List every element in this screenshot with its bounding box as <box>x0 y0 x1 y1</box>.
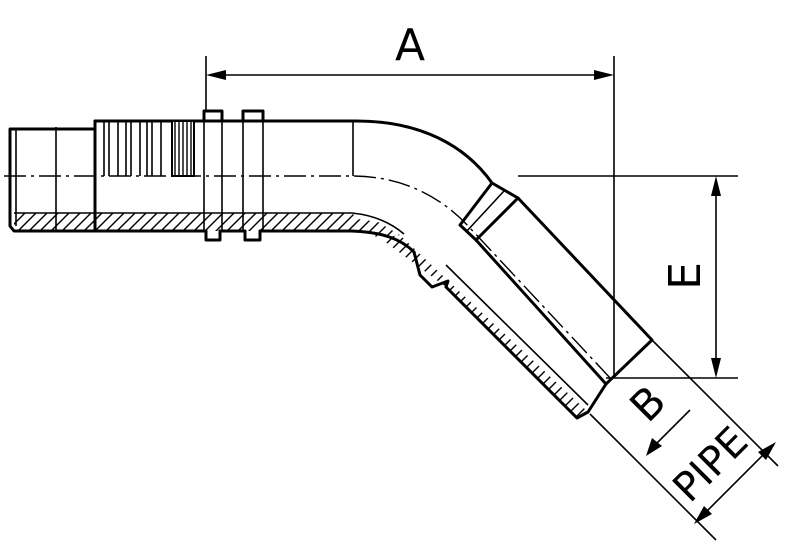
dimension-b: B <box>589 339 779 541</box>
axis-centerline <box>4 175 613 381</box>
hatch-line <box>25 213 67 238</box>
hatch-line <box>355 213 397 238</box>
knurl-band <box>171 120 195 177</box>
hatch-line <box>47 213 89 238</box>
hatch-line <box>408 235 588 418</box>
hatch-line <box>380 235 455 418</box>
bend-inner-wall <box>351 212 405 235</box>
label-b: B <box>620 376 675 431</box>
hatch-line <box>419 235 588 418</box>
hatch-line <box>124 213 166 238</box>
hatch-line <box>507 235 588 418</box>
hatch-line <box>584 235 588 418</box>
hatch-line <box>380 235 499 418</box>
hatch-line <box>80 213 122 238</box>
hatch-line <box>91 213 133 238</box>
hatch-line <box>36 213 78 238</box>
socket-end-chamfer <box>609 351 641 381</box>
hatch-line <box>430 235 588 418</box>
hatch-line <box>146 213 188 238</box>
hatch-line <box>311 213 353 238</box>
hatch-line <box>102 213 144 238</box>
hatch-line <box>245 213 287 238</box>
barb-ridges <box>103 121 162 176</box>
hatch-line <box>380 235 488 418</box>
hatch-line <box>411 205 451 245</box>
hatch-line <box>366 213 400 238</box>
hatch-line <box>485 235 588 418</box>
hatch-line <box>380 235 510 418</box>
hatch-line <box>135 213 177 238</box>
label-a: A <box>395 20 425 71</box>
hatch-line <box>201 213 243 238</box>
socket-tube <box>474 196 654 386</box>
hatch-line <box>386 235 588 418</box>
bend-inner-bottom <box>350 229 416 254</box>
hatch-line <box>278 213 320 238</box>
hatch-line <box>518 235 588 418</box>
hatch-line <box>267 213 309 238</box>
hatch-line <box>14 213 56 238</box>
hatch-line <box>380 235 466 418</box>
hatch-line <box>380 235 411 418</box>
hatch-line <box>69 213 111 238</box>
hatch-line <box>234 213 276 238</box>
hatch-line <box>496 235 588 418</box>
hatch-line <box>573 235 588 418</box>
hatch-line <box>380 235 433 418</box>
socket-collar <box>458 181 520 242</box>
hatch-line <box>397 235 588 418</box>
hatch-line <box>157 213 199 238</box>
angled-leg-inner-edge <box>445 264 589 406</box>
hatch-line <box>380 235 422 418</box>
collar-right <box>241 109 265 242</box>
bend-outer-top <box>354 119 494 185</box>
dimension-pipe: PIPE <box>664 418 776 524</box>
hatch-straight <box>14 205 451 245</box>
hatch-line <box>333 213 375 238</box>
hatch-line <box>344 213 386 238</box>
hatch-line <box>529 235 588 418</box>
label-e: E <box>660 262 711 290</box>
hatch-line <box>212 213 254 238</box>
hatch-line <box>113 213 155 238</box>
hatch-line <box>380 235 554 418</box>
center-lines <box>4 175 738 381</box>
hatch-line <box>300 213 342 238</box>
dimension-e: E <box>660 176 721 378</box>
bend-lug <box>412 250 450 289</box>
dimension-a: A <box>205 20 615 378</box>
hatch-line <box>377 213 400 238</box>
hatch-line <box>380 235 477 418</box>
hatch-line <box>322 213 364 238</box>
socket-collar-groove <box>465 190 505 233</box>
hatch-line <box>380 235 565 418</box>
hatch-line <box>380 235 543 418</box>
hatch-line <box>640 220 800 430</box>
hatch-line <box>58 213 100 238</box>
collar-left <box>202 109 224 242</box>
hatch-line <box>179 213 221 238</box>
hatch-line <box>289 213 331 238</box>
angled-leg-lower-edge <box>444 285 590 420</box>
hatch-line <box>14 213 45 238</box>
hatch-line <box>441 235 588 418</box>
hatch-line <box>399 213 400 238</box>
hatch-line <box>168 213 210 238</box>
hatch-line <box>380 235 576 418</box>
hatch-line <box>223 213 265 238</box>
hatch-line <box>256 213 298 238</box>
socket-end-face <box>586 382 608 414</box>
hatch-line <box>380 235 444 418</box>
hatch-line <box>190 213 232 238</box>
hatch-line <box>562 235 588 418</box>
hatch-line <box>380 235 532 418</box>
